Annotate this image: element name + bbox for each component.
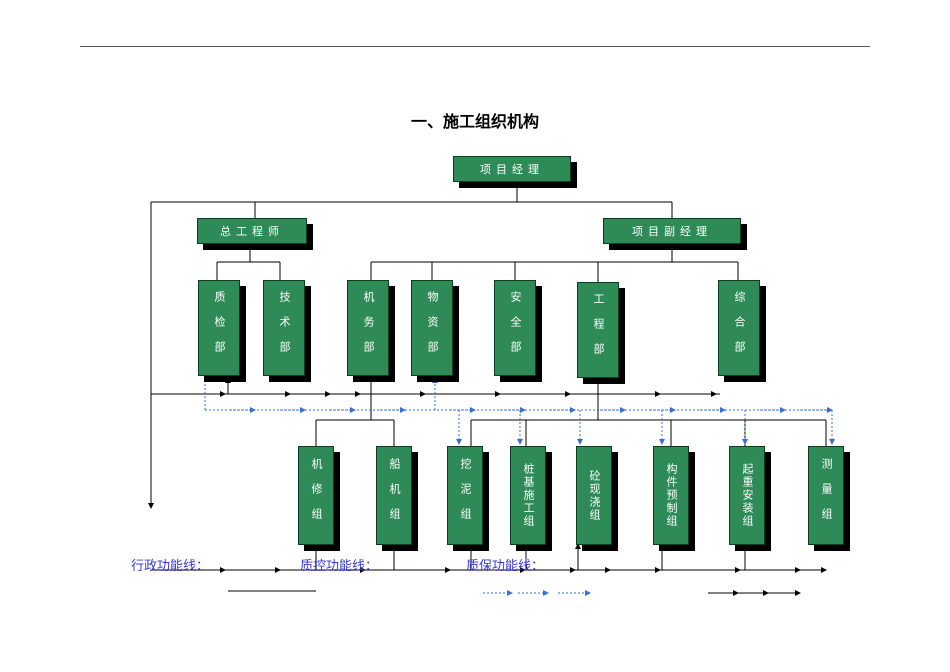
- node-repair-group: 机修组: [298, 446, 340, 551]
- legend-qa-line: 质保功能线：: [466, 559, 545, 574]
- node-safety-dept: 安全部: [494, 280, 542, 382]
- node-chief-engineer: 总工程师: [197, 218, 313, 250]
- node-project-manager: 项目经理: [453, 156, 577, 188]
- node-tech-dept: 技术部: [263, 280, 311, 382]
- node-engineering-dept: 工程部: [577, 282, 625, 384]
- node-lifting-group: 起重安装组: [729, 446, 771, 551]
- node-concrete-group: 砼现浇组: [576, 446, 618, 551]
- node-precast-group: 构件预制组: [653, 446, 695, 551]
- legend-qc-line: 质控功能线：: [300, 559, 379, 574]
- node-survey-group: 测量组: [808, 446, 850, 551]
- legend-admin-line: 行政功能线：: [131, 559, 210, 574]
- node-ship-group: 船机组: [376, 446, 418, 551]
- node-dredge-group: 挖泥组: [447, 446, 489, 551]
- node-general-dept: 综合部: [718, 280, 766, 382]
- node-material-dept: 物资部: [411, 280, 459, 382]
- node-quality-dept: 质检部: [198, 280, 246, 382]
- node-deputy-manager: 项目副经理: [603, 218, 747, 250]
- page-title: 一、施工组织机构: [410, 112, 539, 131]
- node-machine-dept: 机务部: [347, 280, 395, 382]
- node-pile-group: 桩基施工组: [510, 446, 552, 551]
- header-rule: [80, 46, 870, 47]
